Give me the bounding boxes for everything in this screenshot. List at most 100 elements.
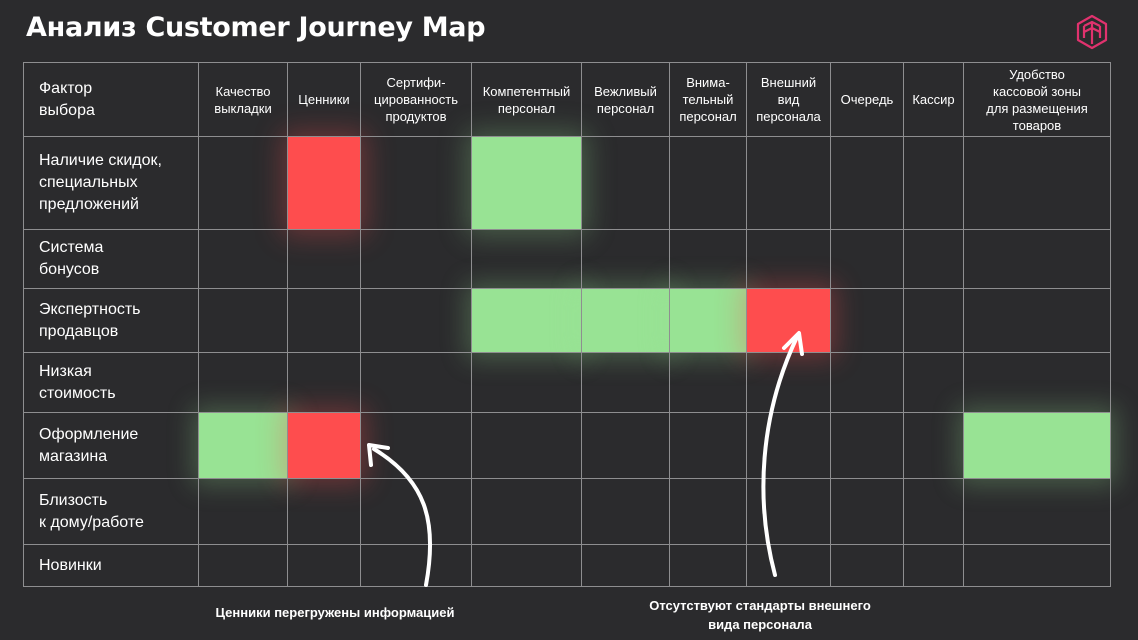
table-row: Система бонусов <box>23 229 1111 289</box>
cell-empty <box>581 478 670 545</box>
cell-green <box>963 412 1111 479</box>
cell-empty <box>830 352 904 413</box>
cell-empty <box>360 288 472 353</box>
price-tags-caption: Ценники перегружены информацией <box>215 605 455 620</box>
cell-empty <box>360 544 472 587</box>
cell-empty <box>669 544 747 587</box>
table-row: Низкая стоимость <box>23 352 1111 413</box>
cell-empty <box>903 544 964 587</box>
row-label: Экспертность продавцов <box>23 288 199 353</box>
cell-empty <box>963 544 1111 587</box>
cell-empty <box>471 412 582 479</box>
cell-empty <box>198 229 288 289</box>
column-header: Кассир <box>903 62 964 137</box>
cell-empty <box>669 478 747 545</box>
cell-green <box>581 288 670 353</box>
cell-empty <box>669 412 747 479</box>
cell-empty <box>581 544 670 587</box>
cell-empty <box>198 478 288 545</box>
cell-empty <box>471 478 582 545</box>
cell-red <box>287 412 361 479</box>
cell-empty <box>669 352 747 413</box>
column-header: Сертифи- цированность продуктов <box>360 62 472 137</box>
row-label: Оформление магазина <box>23 412 199 479</box>
row-label: Близость к дому/работе <box>23 478 199 545</box>
staff-appearance-caption: Отсутствуют стандарты внешнего вида перс… <box>649 598 871 632</box>
cell-empty <box>287 229 361 289</box>
cell-empty <box>198 136 288 230</box>
column-header: Ценники <box>287 62 361 137</box>
row-label: Наличие скидок, специальных предложений <box>23 136 199 230</box>
column-header: Качество выкладки <box>198 62 288 137</box>
cell-green <box>471 136 582 230</box>
cell-empty <box>581 412 670 479</box>
cell-empty <box>963 352 1111 413</box>
cell-empty <box>581 229 670 289</box>
cell-empty <box>830 229 904 289</box>
cell-empty <box>581 352 670 413</box>
cell-empty <box>746 352 831 413</box>
column-header: Вежливый персонал <box>581 62 670 137</box>
cell-empty <box>287 478 361 545</box>
cell-empty <box>669 136 747 230</box>
cell-empty <box>963 229 1111 289</box>
cell-empty <box>746 412 831 479</box>
cell-empty <box>471 544 582 587</box>
table-row: Близость к дому/работе <box>23 478 1111 545</box>
cell-red <box>287 136 361 230</box>
table-row: Экспертность продавцов <box>23 288 1111 353</box>
cell-green <box>669 288 747 353</box>
cell-empty <box>963 288 1111 353</box>
row-label: Низкая стоимость <box>23 352 199 413</box>
column-header: Очередь <box>830 62 904 137</box>
column-header: Внима- тельный персонал <box>669 62 747 137</box>
cell-empty <box>746 229 831 289</box>
cell-empty <box>963 136 1111 230</box>
header-row: Фактор выбора Качество выкладки Ценники … <box>23 62 1111 137</box>
cell-empty <box>830 412 904 479</box>
cell-empty <box>669 229 747 289</box>
cell-empty <box>830 544 904 587</box>
cell-empty <box>581 136 670 230</box>
page-title: Анализ Customer Journey Map <box>26 12 486 43</box>
cell-empty <box>903 478 964 545</box>
cell-empty <box>198 544 288 587</box>
row-label: Система бонусов <box>23 229 199 289</box>
cell-empty <box>287 352 361 413</box>
cell-empty <box>746 478 831 545</box>
cell-empty <box>198 288 288 353</box>
cell-empty <box>360 229 472 289</box>
row-label: Новинки <box>23 544 199 587</box>
table-row: Оформление магазина <box>23 412 1111 479</box>
cjm-table: Фактор выбора Качество выкладки Ценники … <box>23 62 1111 587</box>
cell-empty <box>903 352 964 413</box>
cell-empty <box>471 229 582 289</box>
brand-logo-icon <box>1076 14 1108 50</box>
cell-empty <box>830 478 904 545</box>
table-row: Новинки <box>23 544 1111 587</box>
cell-empty <box>963 478 1111 545</box>
table-row: Наличие скидок, специальных предложений <box>23 136 1111 230</box>
cell-red <box>746 288 831 353</box>
column-header: Удобство кассовой зоны для размещения то… <box>963 62 1111 137</box>
cell-empty <box>360 412 472 479</box>
cell-empty <box>360 136 472 230</box>
cell-empty <box>830 136 904 230</box>
cell-empty <box>198 352 288 413</box>
cell-empty <box>287 288 361 353</box>
cell-empty <box>903 229 964 289</box>
cell-empty <box>287 544 361 587</box>
cell-empty <box>471 352 582 413</box>
cell-empty <box>746 136 831 230</box>
column-header: Компетентный персонал <box>471 62 582 137</box>
cell-empty <box>746 544 831 587</box>
corner-label: Фактор выбора <box>23 62 199 137</box>
cell-green <box>198 412 288 479</box>
cell-empty <box>830 288 904 353</box>
cell-empty <box>360 478 472 545</box>
cell-empty <box>903 136 964 230</box>
cell-empty <box>360 352 472 413</box>
cell-empty <box>903 412 964 479</box>
column-header: Внешний вид персонала <box>746 62 831 137</box>
cell-green <box>471 288 582 353</box>
